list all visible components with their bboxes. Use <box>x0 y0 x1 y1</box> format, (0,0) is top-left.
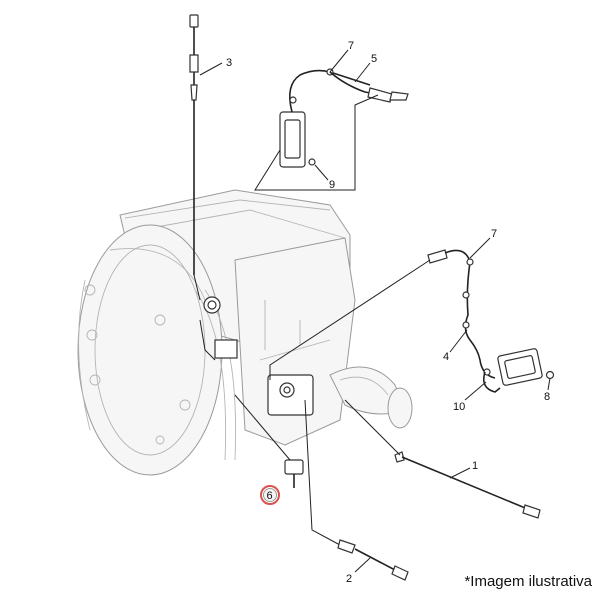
callout-7-upper: 7 <box>348 40 354 52</box>
callout-2: 2 <box>346 573 352 585</box>
callout-9: 9 <box>329 179 335 191</box>
callout-1: 1 <box>472 460 478 472</box>
callout-4: 4 <box>443 351 449 363</box>
callout-3: 3 <box>226 57 232 69</box>
callout-leaders <box>199 49 551 573</box>
callout-labels: 3 7 5 9 7 4 10 8 1 2 6 <box>226 40 550 585</box>
callout-6: 6 <box>267 490 273 502</box>
probe-1-assembly <box>344 399 541 519</box>
callout-7-right: 7 <box>491 228 497 240</box>
callout-10: 10 <box>453 401 465 413</box>
sensor-mount-bosses <box>199 296 314 416</box>
sensor-4-module-assembly <box>269 249 555 393</box>
callout-5: 5 <box>371 53 377 65</box>
sensor-6-assembly <box>234 394 304 488</box>
sensor-5-module-assembly <box>254 68 409 191</box>
sensor-2-assembly <box>304 399 409 581</box>
aftertreatment-housing <box>77 189 413 476</box>
illustrative-image-caption: *Imagem ilustrativa <box>464 573 592 590</box>
sensor-3-assembly <box>189 14 201 301</box>
callout-8: 8 <box>544 391 550 403</box>
